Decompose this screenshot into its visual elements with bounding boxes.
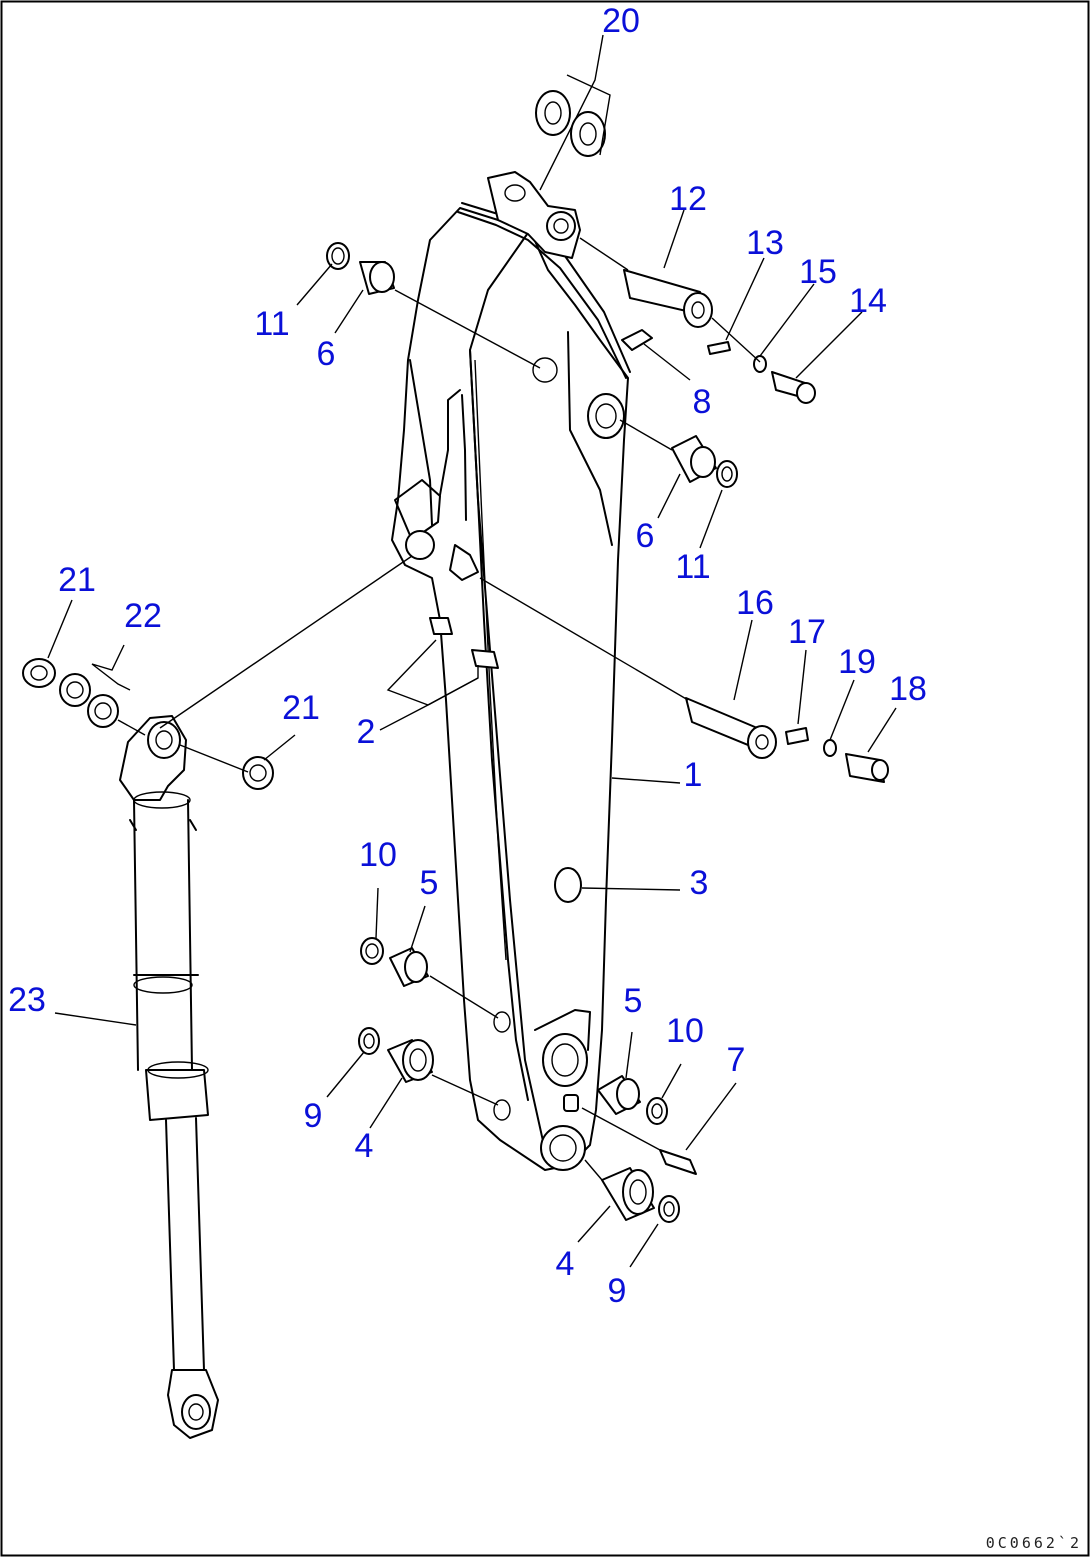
callout-7: 7 xyxy=(727,1041,746,1079)
callout-9-right: 9 xyxy=(608,1272,627,1310)
callout-5-right: 5 xyxy=(624,982,643,1020)
callout-17: 16 xyxy=(736,584,774,622)
callout-11-right: 11 xyxy=(675,548,710,586)
callout-21-top: 21 xyxy=(58,561,96,599)
callout-3: 3 xyxy=(690,864,709,902)
callout-1: 1 xyxy=(684,756,703,794)
callout-4-right: 4 xyxy=(556,1245,575,1283)
callout-10-upper: 10 xyxy=(359,836,397,874)
callout-23: 23 xyxy=(8,981,46,1019)
callout-8: 8 xyxy=(693,383,712,421)
callout-18: 17 xyxy=(788,613,826,651)
arm-assembly xyxy=(391,171,631,1171)
callout-2: 2 xyxy=(357,713,376,751)
cylinder-23 xyxy=(119,715,219,1439)
callout-21-lower: 21 xyxy=(282,689,320,727)
callout-5-left: 5 xyxy=(420,864,439,902)
callout-14: 14 xyxy=(849,282,887,320)
callout-20: 19 xyxy=(838,643,876,681)
callout-6-right: 6 xyxy=(636,517,655,555)
callout-4-left: 4 xyxy=(355,1127,374,1165)
small-parts xyxy=(22,90,889,1223)
callout-11-top: 11 xyxy=(254,305,289,343)
callout-9-left: 9 xyxy=(304,1097,323,1135)
leader-lines xyxy=(47,34,897,1268)
callout-13: 13 xyxy=(746,224,784,262)
callout-12: 12 xyxy=(669,180,707,218)
callout-10-right: 10 xyxy=(666,1012,704,1050)
callout-6-top: 6 xyxy=(317,335,336,373)
callout-19: 18 xyxy=(889,670,927,708)
drawing-code: 0C0662`2 xyxy=(986,1534,1082,1552)
callout-16: 20 xyxy=(602,2,640,40)
shim-16a xyxy=(535,90,571,136)
callout-22: 22 xyxy=(124,597,162,635)
callout-15: 15 xyxy=(799,253,837,291)
shim-16b xyxy=(570,111,606,157)
callout-numbers: 20 12 13 15 14 11 6 8 6 11 21 22 16 17 1… xyxy=(8,2,927,1310)
